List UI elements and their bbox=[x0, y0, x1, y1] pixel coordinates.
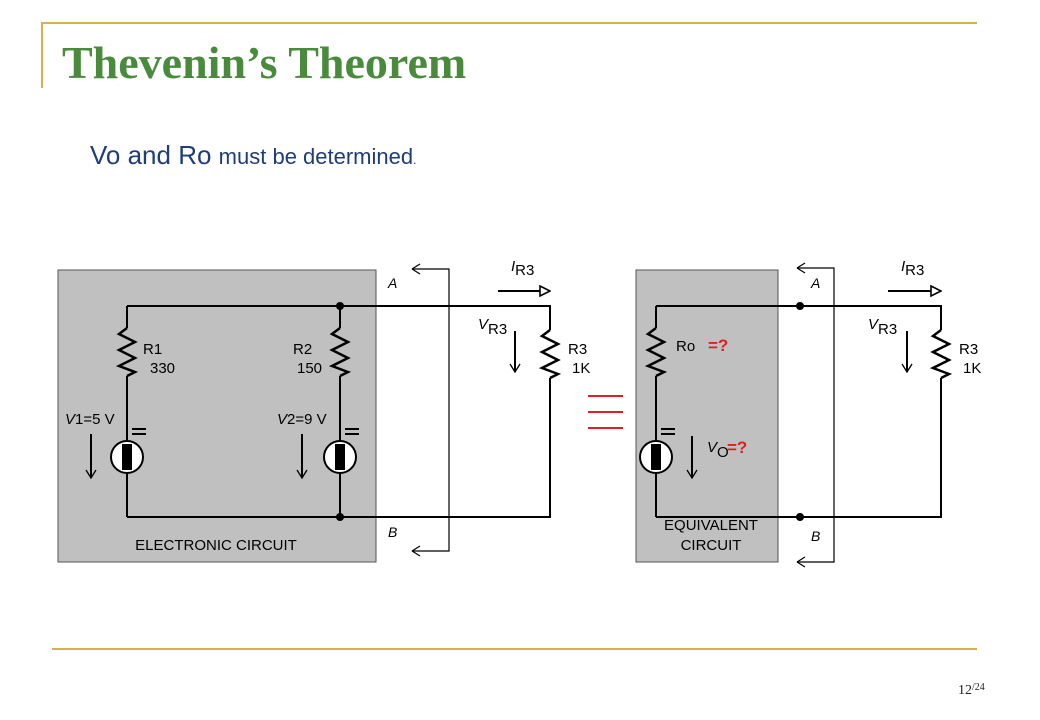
electronic-circuit-box bbox=[57, 269, 377, 563]
equivalence-icon bbox=[588, 395, 623, 429]
equivalent-circuit-label-1: EQUIVALENT bbox=[664, 517, 758, 534]
r1-name: R1 bbox=[143, 341, 162, 358]
left-rule bbox=[41, 22, 43, 88]
left-r3-resistor-icon bbox=[538, 329, 562, 380]
left-terminal-bracket bbox=[412, 268, 450, 552]
right-r3-value: 1K bbox=[963, 360, 981, 377]
right-node-b-dot bbox=[796, 513, 804, 521]
slide-title: Thevenin’s Theorem bbox=[62, 37, 467, 88]
right-ir3-sub: R3 bbox=[905, 262, 924, 279]
right-terminal-bracket bbox=[797, 267, 835, 563]
equivalent-circuit-box bbox=[635, 269, 779, 563]
left-ir3-sub: R3 bbox=[515, 262, 534, 279]
right-vr3-label: VR3 bbox=[868, 316, 897, 338]
right-terminal-a: A bbox=[810, 275, 820, 291]
top-rule bbox=[42, 22, 977, 24]
v2-label-italic: V bbox=[277, 411, 289, 428]
ro-name: Ro bbox=[676, 338, 695, 355]
left-wiring bbox=[126, 305, 551, 518]
r2-resistor-icon bbox=[328, 327, 352, 378]
v2-label: V2=9 V bbox=[277, 411, 327, 428]
left-ir3-label: IR3 bbox=[511, 258, 534, 279]
right-ir3-label: IR3 bbox=[901, 258, 924, 279]
left-vr3-italic: V bbox=[478, 316, 490, 333]
v2-source-body bbox=[335, 444, 345, 470]
page-number: 12/24 bbox=[958, 681, 985, 699]
v2-label-rest: 2=9 V bbox=[287, 411, 327, 428]
r2-value: 150 bbox=[297, 360, 322, 377]
v1-label-italic: V bbox=[65, 411, 77, 428]
v1-label-rest: 1=5 V bbox=[75, 411, 115, 428]
left-ir3-italic: I bbox=[511, 258, 515, 275]
r1-resistor-icon bbox=[115, 327, 139, 378]
subtitle-part-3: . bbox=[413, 153, 417, 167]
subtitle-part-2: must be determined bbox=[218, 144, 414, 169]
r1-value: 330 bbox=[150, 360, 175, 377]
left-terminal-b: B bbox=[388, 524, 397, 540]
electronic-circuit-label: ELECTRONIC CIRCUIT bbox=[135, 537, 297, 554]
node-a-dot bbox=[336, 302, 344, 310]
left-terminal-a: A bbox=[387, 275, 397, 291]
right-r3-resistor-icon bbox=[929, 329, 953, 380]
right-ir3-italic: I bbox=[901, 258, 905, 275]
left-vr3-sub: R3 bbox=[488, 321, 507, 338]
left-vr3-label: VR3 bbox=[478, 316, 507, 338]
electronic-circuit: R1 330 R2 150 V1=5 V V2=9 V ELECTRONIC C… bbox=[57, 258, 590, 563]
bottom-rule bbox=[52, 648, 977, 650]
right-vr3-sub: R3 bbox=[878, 321, 897, 338]
right-vr3-italic: V bbox=[868, 316, 880, 333]
subtitle-part-1: Vo and Ro bbox=[90, 140, 212, 170]
right-wiring bbox=[655, 305, 942, 518]
node-b-dot bbox=[336, 513, 344, 521]
page-current: 12 bbox=[958, 683, 972, 698]
right-node-a-dot bbox=[796, 302, 804, 310]
left-r3-name: R3 bbox=[568, 341, 587, 358]
vo-label-sub: O bbox=[717, 444, 729, 461]
ro-unknown: =? bbox=[708, 336, 728, 355]
right-terminal-b: B bbox=[811, 528, 820, 544]
vo-label-italic: V bbox=[707, 439, 719, 456]
equivalent-circuit-label-2: CIRCUIT bbox=[681, 537, 742, 554]
vo-unknown: =? bbox=[727, 438, 747, 457]
equivalent-circuit: Ro =? VO =? EQUIVALENT CIRCUIT A B IR3 V… bbox=[635, 258, 981, 568]
page-total: /24 bbox=[972, 682, 985, 693]
right-r3-name: R3 bbox=[959, 341, 978, 358]
v1-label: V1=5 V bbox=[65, 411, 115, 428]
vo-label: VO bbox=[707, 439, 729, 461]
vo-source-body bbox=[651, 444, 661, 470]
v1-source-body bbox=[122, 444, 132, 470]
ro-resistor-icon bbox=[644, 327, 668, 378]
slide-subtitle: Vo and Ro must be determined. bbox=[90, 140, 416, 171]
left-r3-value: 1K bbox=[572, 360, 590, 377]
r2-name: R2 bbox=[293, 341, 312, 358]
